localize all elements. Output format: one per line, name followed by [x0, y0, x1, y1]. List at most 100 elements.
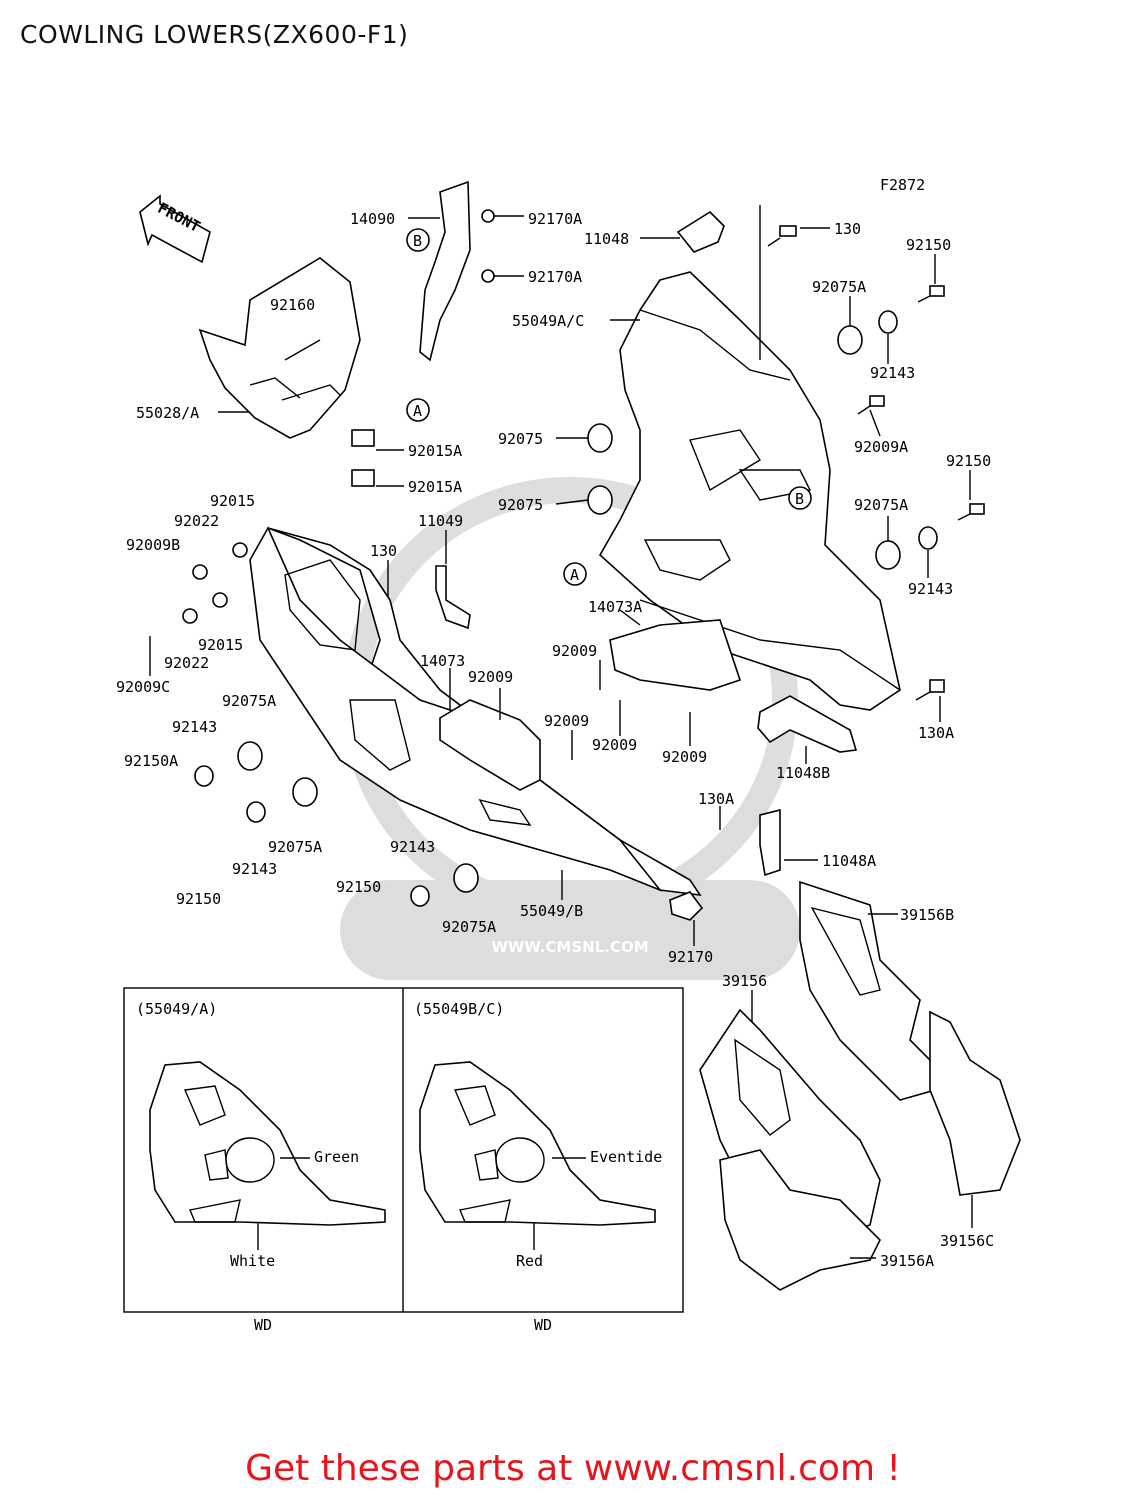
bolt-92150-right [957, 503, 985, 521]
label-14090: 14090 [350, 210, 395, 228]
label-92009c: 92009C [116, 678, 170, 696]
label-92150-bottom: 92150 [176, 890, 221, 908]
label-92075-2: 92075 [498, 496, 543, 514]
bolt-130-top [767, 225, 797, 247]
collar-92143-right [918, 526, 938, 550]
label-92009-e: 92009 [662, 748, 707, 766]
inset-1-cowl [149, 1061, 386, 1226]
label-55028-a: 55028/A [136, 404, 199, 422]
label-92022-mid: 92022 [164, 654, 209, 672]
svg-text:A: A [570, 566, 579, 584]
figure-code: F2872 [880, 176, 925, 194]
label-92160: 92160 [270, 296, 315, 314]
label-14073a: 14073A [588, 598, 642, 616]
part-bracket-14073 [439, 699, 541, 791]
collar-92143-top [878, 310, 898, 334]
grommet-92075a-left-1 [237, 741, 263, 771]
label-92015a-1: 92015A [408, 442, 462, 460]
bolt-130a-right [915, 679, 945, 701]
ref-marker-a-1: A [406, 398, 430, 422]
label-92170a-1: 92170A [528, 210, 582, 228]
collar-92015-a [232, 542, 248, 558]
label-92150-mid: 92150 [336, 878, 381, 896]
label-130-mid: 130 [370, 542, 397, 560]
inset-1-color-upper: Green [314, 1148, 359, 1166]
clip-92015a-1 [351, 429, 375, 447]
page-title: COWLING LOWERS(ZX600-F1) [20, 20, 409, 49]
label-92143-top: 92143 [870, 364, 915, 382]
label-92143-mid: 92143 [390, 838, 435, 856]
label-92143-bottom: 92143 [232, 860, 277, 878]
bolt-92009a [857, 395, 885, 415]
label-39156: 39156 [722, 972, 767, 990]
label-92009-c: 92009 [544, 712, 589, 730]
grommet-92075a-bottom [453, 863, 479, 893]
label-14073: 14073 [420, 652, 465, 670]
label-11048: 11048 [584, 230, 629, 248]
label-92170: 92170 [668, 948, 713, 966]
label-39156c: 39156C [940, 1232, 994, 1250]
label-92143-left: 92143 [172, 718, 217, 736]
part-bracket-11048b [757, 695, 858, 753]
bolt-92150-top [917, 285, 945, 303]
label-92075a-mid: 92075A [268, 838, 322, 856]
label-39156a: 39156A [880, 1252, 934, 1270]
inset-2-header: (55049B/C) [414, 1000, 504, 1018]
ref-marker-b-2: B [788, 486, 812, 510]
collar-92143-left-1 [194, 765, 214, 787]
leader-lines [149, 205, 973, 1259]
label-92170a-2: 92170A [528, 268, 582, 286]
label-11049: 11049 [418, 512, 463, 530]
label-92009a: 92009A [854, 438, 908, 456]
washer-92022-b [182, 608, 198, 624]
label-92009-d: 92009 [592, 736, 637, 754]
grommet-92075-1 [587, 423, 613, 453]
label-130a-right: 130A [918, 724, 954, 742]
label-92075a-bottom: 92075A [442, 918, 496, 936]
svg-text:B: B [795, 490, 804, 508]
inset-2-color-lower: Red [516, 1252, 543, 1270]
label-92075a-left: 92075A [222, 692, 276, 710]
label-130a-mid: 130A [698, 790, 734, 808]
part-bracket-11048 [676, 210, 725, 253]
label-92015-mid: 92015 [198, 636, 243, 654]
watermark-text: WWW.CMSNL.COM [491, 938, 648, 956]
label-92009-b: 92009 [468, 668, 513, 686]
parts-diagram: WWW.CMSNL.COM F2872 FRONT [116, 176, 1021, 1334]
inset-1-color-lower: White [230, 1252, 275, 1270]
inset-2-color-upper: Eventide [590, 1148, 662, 1166]
label-11048a: 11048A [822, 852, 876, 870]
part-lower-cowl-55049-b [249, 526, 702, 897]
part-bracket-14073a [609, 619, 742, 691]
front-arrow: FRONT [139, 194, 211, 264]
label-92143-right: 92143 [908, 580, 953, 598]
part-bracket-11049 [435, 565, 471, 630]
label-55049a-c: 55049A/C [512, 312, 584, 330]
label-39156b: 39156B [900, 906, 954, 924]
part-bracket-11048a [759, 808, 781, 877]
footer-link[interactable]: Get these parts at www.cmsnl.com ! [245, 1448, 901, 1489]
part-bracket-14090 [419, 180, 495, 362]
inset-1-code: WD [254, 1316, 272, 1334]
collar-92143-bottom [410, 885, 430, 907]
ref-marker-b-1: B [406, 228, 430, 252]
label-92075a-right: 92075A [854, 496, 908, 514]
label-130-top: 130 [834, 220, 861, 238]
label-92009b: 92009B [126, 536, 180, 554]
label-92015-top: 92015 [210, 492, 255, 510]
part-clip-92170 [669, 891, 704, 921]
label-92015a-2: 92015A [408, 478, 462, 496]
inset-1-header: (55049/A) [136, 1000, 217, 1018]
label-92150-top: 92150 [906, 236, 951, 254]
inset-panel: (55049/A) Green White WD (55049B/C) Even… [123, 987, 684, 1334]
label-11048b: 11048B [776, 764, 830, 782]
washer-92022-a [192, 564, 208, 580]
part-labels: 14090 92170A 92170A 11048 130 92150 9216… [116, 210, 994, 1270]
part-cowl-55049a-c [598, 271, 901, 711]
collar-92143-left-2 [246, 801, 266, 823]
ref-marker-a-2: A [563, 562, 587, 586]
grommet-92075a-right [875, 540, 901, 570]
grommet-92075-2 [587, 485, 613, 515]
grommet-92075a-left-2 [292, 777, 318, 807]
label-55049-b: 55049/B [520, 902, 583, 920]
